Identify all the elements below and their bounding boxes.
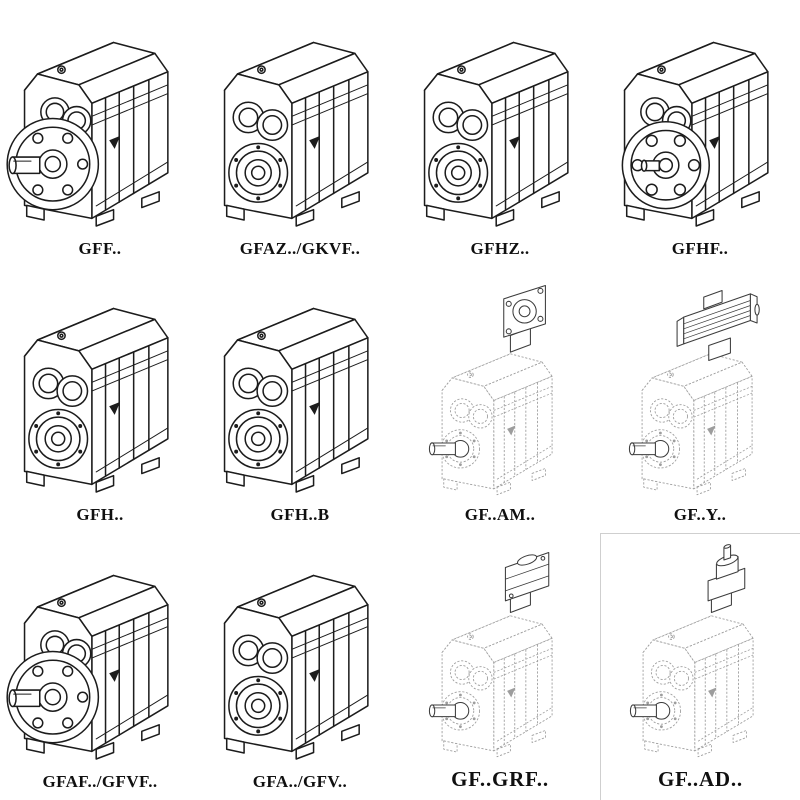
model-label: GF..AM.. — [464, 505, 536, 525]
catalog-cell-gfhz: GFHZ.. — [400, 0, 600, 267]
model-label: GFHF.. — [671, 238, 729, 258]
model-label: GF..GRF.. — [451, 766, 549, 791]
gear-reducer-drawing-flange — [6, 574, 169, 760]
model-label: GFH.. — [76, 505, 124, 525]
model-label: GF..Y.. — [673, 505, 727, 525]
model-label: GFAZ../GKVF.. — [239, 238, 361, 258]
gear-reducer-drawing-iec-adapter — [428, 285, 553, 496]
catalog-cell-gfh-b: GFH..B — [200, 267, 400, 534]
catalog-cell-gf-ad: GF..AD.. — [600, 533, 800, 800]
catalog-cell-gfhf: GFHF.. — [600, 0, 800, 267]
gear-reducer-drawing-hollow — [423, 41, 569, 227]
catalog-cell-gf-y: GF..Y.. — [600, 267, 800, 534]
model-label: GFAF../GFVF.. — [42, 771, 158, 791]
gear-reducer-drawing-hollow — [223, 574, 369, 760]
catalog-cell-gfa-gfv: GFA../GFV.. — [200, 533, 400, 800]
gear-reducer-drawing-gear-adapter — [428, 551, 553, 758]
catalog-cell-gfaz-gkvf: GFAZ../GKVF.. — [200, 0, 400, 267]
catalog-cell-gff: GFF.. — [0, 0, 200, 267]
catalog-cell-gfh: GFH.. — [0, 267, 200, 534]
gear-reducer-drawing-flange — [6, 41, 169, 227]
gear-reducer-drawing-flange-b5 — [621, 41, 769, 227]
model-label: GFA../GFV.. — [252, 771, 348, 791]
gear-reducer-drawing-hollow — [223, 308, 369, 494]
catalog-cell-gf-am: GF..AM.. — [400, 267, 600, 534]
gear-reducer-drawing-hollow — [223, 41, 369, 227]
gear-reducer-drawing-hollow — [23, 308, 169, 494]
catalog-cell-gf-grf: GF..GRF.. — [400, 533, 600, 800]
model-label: GF..AD.. — [658, 766, 743, 791]
model-label: GFF.. — [78, 238, 122, 258]
model-label: GFHZ.. — [470, 238, 530, 258]
gear-reducer-drawing-motor — [628, 290, 760, 496]
gear-reducer-drawing-input-shaft — [629, 543, 754, 758]
catalog-cell-gfaf-gfvf: GFAF../GFVF.. — [0, 533, 200, 800]
model-label: GFH..B — [270, 505, 330, 525]
